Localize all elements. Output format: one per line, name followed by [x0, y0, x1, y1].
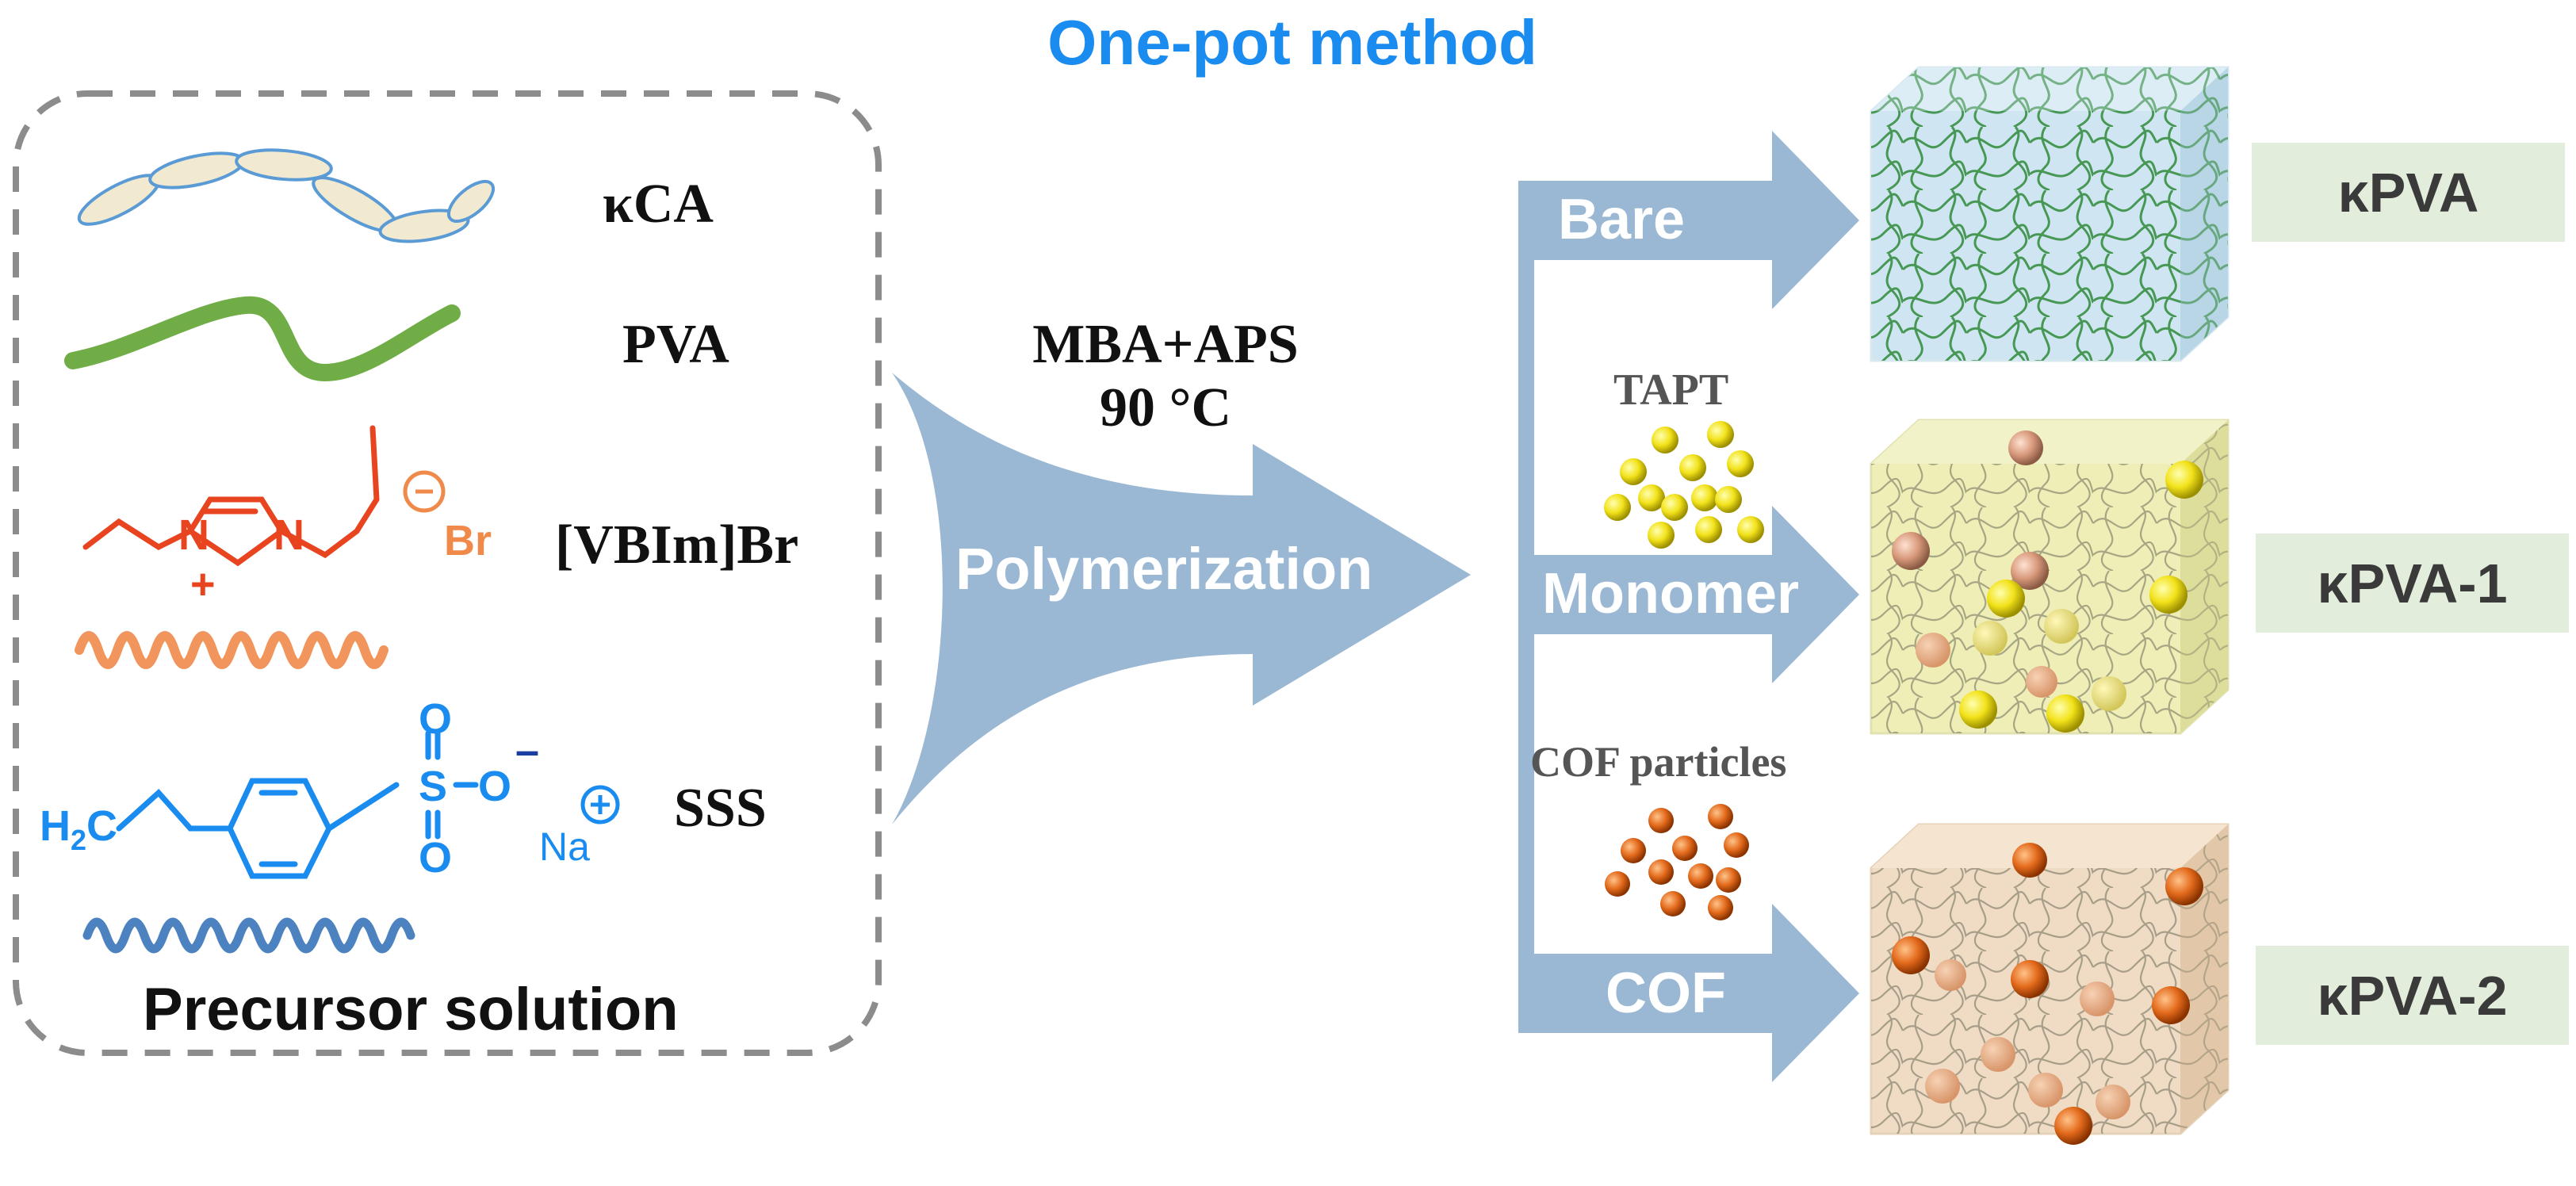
branch-arrows-icon: [1518, 131, 1859, 1082]
sss-o-right-label: O: [478, 763, 511, 810]
sss-h2c-label: H2C: [40, 802, 117, 856]
vbim-coil-icon: [75, 631, 389, 669]
precursor-caption: Precursor solution: [143, 976, 679, 1043]
bromide-label: Br: [444, 517, 492, 564]
vbim-n2-label: N: [274, 511, 304, 559]
precursor-box: [13, 90, 882, 1056]
vbim-plus-label: +: [190, 560, 216, 608]
kpva2-hydrogel-cube-icon: [1870, 823, 2230, 1145]
bromide-charge-icon: [403, 470, 446, 513]
sss-o-bottom-label: O: [419, 834, 452, 882]
conditions-line2: 90 °C: [1099, 377, 1232, 438]
kpva1-hydrogel-cube-icon: [1870, 419, 2230, 735]
kca-chain-icon: [77, 148, 496, 243]
vbim-structure-icon: [82, 425, 380, 567]
sss-o-top-label: O: [419, 695, 452, 743]
polymerization-arrow-icon: [892, 373, 1471, 824]
tapt-particles-icon: [1604, 421, 1764, 549]
sodium-charge-icon: [580, 785, 620, 824]
branch-label-bare: Bare: [1558, 188, 1686, 251]
additive-label-tapt: TAPT: [1613, 365, 1729, 415]
branch-label-monomer: Monomer: [1542, 562, 1799, 626]
polymerization-label: Polymerization: [955, 536, 1373, 602]
conditions-line1: MBA+APS: [1032, 314, 1299, 375]
component-label-pva: PVA: [622, 314, 729, 375]
cof-particles-icon: [1605, 804, 1749, 920]
sss-minus-label: –: [515, 727, 539, 775]
component-label-sss: SSS: [674, 778, 767, 839]
result-box-kpva: κPVA: [2252, 143, 2565, 242]
vbim-n1-label: N: [178, 511, 209, 559]
pva-chain-icon: [64, 296, 461, 382]
additive-label-cof-particles: COF particles: [1530, 738, 1787, 786]
component-label-kca: κCA: [603, 174, 714, 235]
sodium-label: Na: [539, 824, 590, 869]
sss-s-label: S: [419, 763, 447, 810]
result-box-kpva-1: κPVA-1: [2256, 534, 2569, 633]
component-label-vbimbr: [VBIm]Br: [555, 515, 799, 576]
kpva-hydrogel-cube-icon: [1870, 66, 2230, 362]
sss-coil-icon: [82, 917, 415, 954]
sss-structure-icon: [116, 730, 479, 879]
page-title: One-pot method: [1047, 7, 1537, 78]
branch-label-cof: COF: [1606, 962, 1726, 1025]
result-box-kpva-2: κPVA-2: [2256, 946, 2569, 1045]
